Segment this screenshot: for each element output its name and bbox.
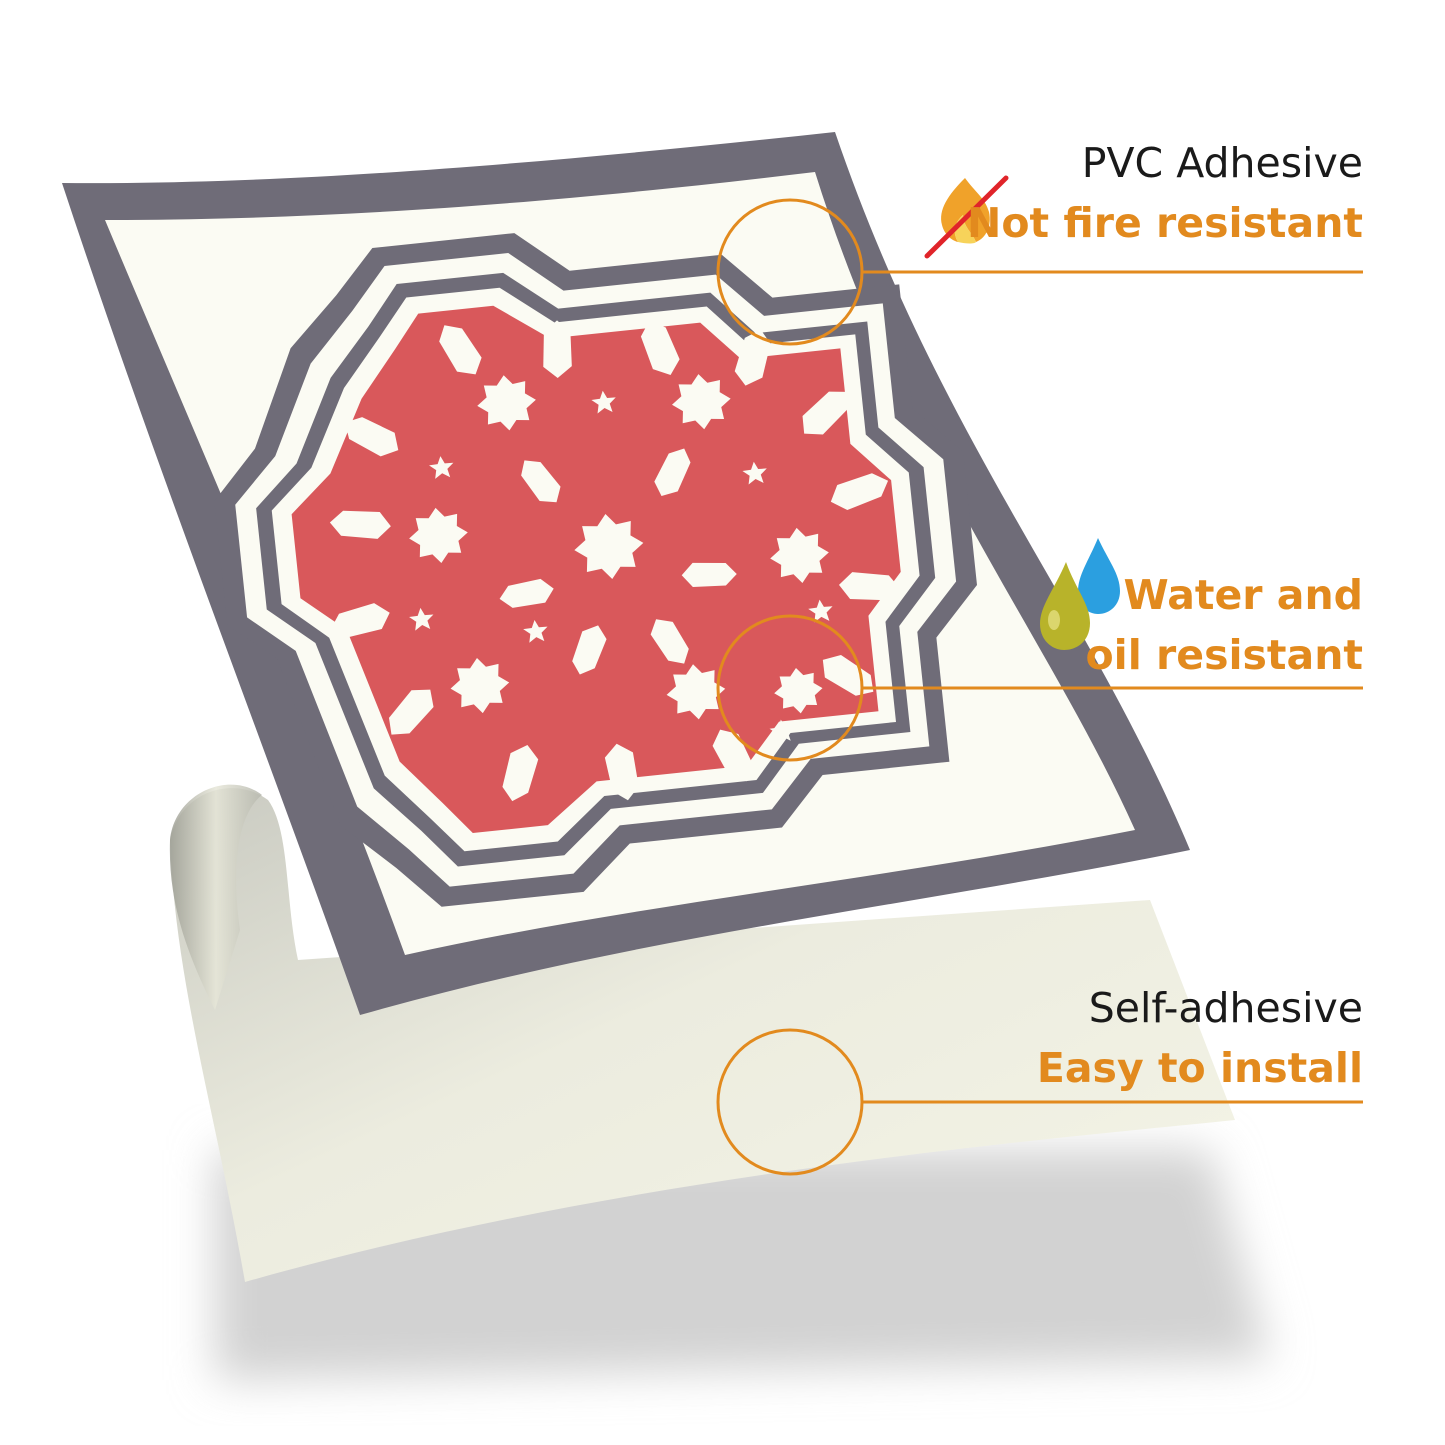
water-oil-drops-icon: [1040, 538, 1120, 650]
no-fire-icon: [924, 175, 1009, 259]
feature-title-pvc: PVC Adhesive: [1081, 139, 1363, 187]
backing-paper: [170, 788, 1235, 1282]
tile-motif: [214, 233, 977, 907]
backing-curl: [169, 784, 262, 1010]
feature-title-self-adhesive: Self-adhesive: [1088, 984, 1363, 1032]
feature-subtitle-fire: Not fire resistant: [967, 199, 1363, 247]
feature-subtitle-water-oil: Water and oil resistant: [1085, 571, 1364, 679]
feature-subtitle-install: Easy to install: [1036, 1044, 1363, 1092]
